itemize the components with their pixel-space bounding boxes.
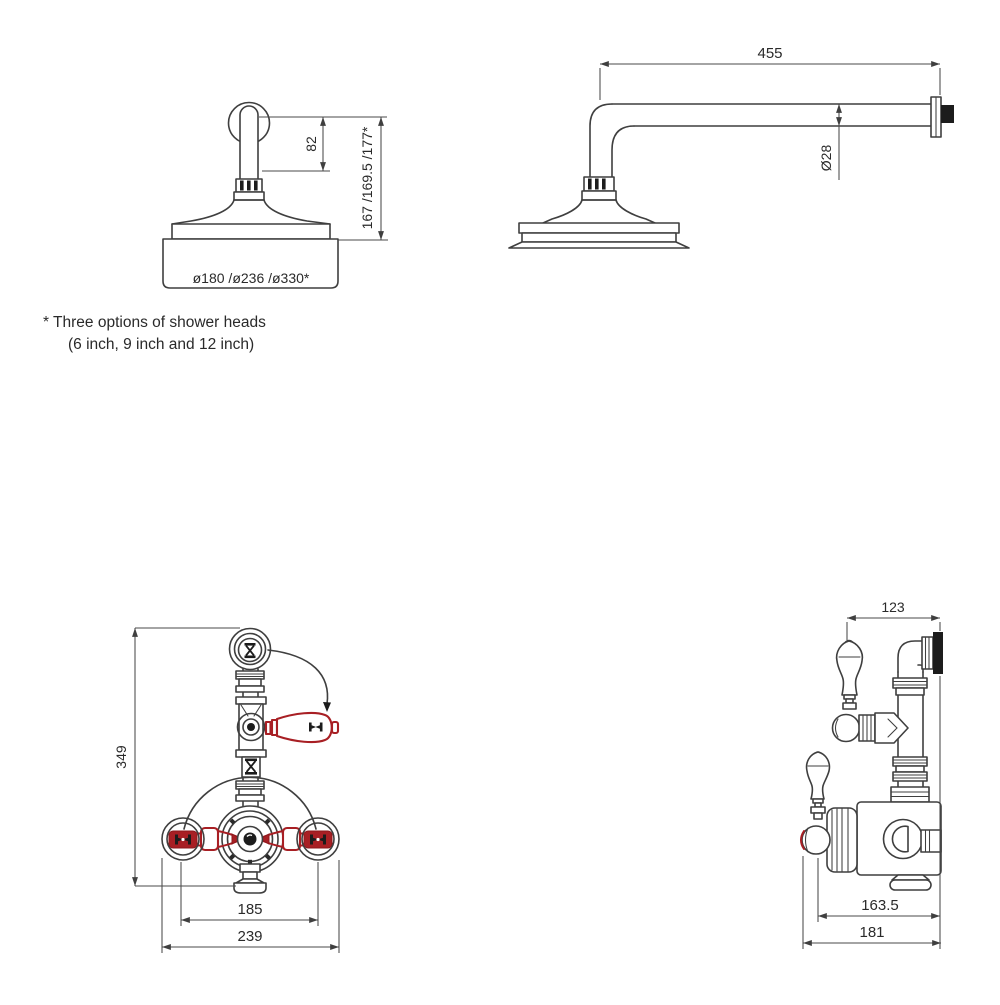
lower-coupling — [235, 794, 265, 802]
arm-head-band — [518, 222, 680, 234]
dim-valve-overall-width: 239 — [237, 928, 262, 945]
check-valve-emblem-icon — [245, 760, 257, 773]
wall-anchor-block — [941, 105, 954, 123]
pipe-coupling-upper — [895, 687, 925, 696]
side-temperature-lever — [805, 751, 831, 820]
dim-head-stub-height: 82 — [303, 136, 319, 152]
diverter-ball — [831, 713, 861, 743]
footnote: * Three options of shower heads (6 inch,… — [43, 314, 266, 353]
lever-emblem-icon — [309, 722, 323, 732]
shower-head-front-view: 82 167 /169.5 /177* ø180 /ø236 /ø330* — [162, 101, 388, 289]
side-port-stub — [920, 829, 942, 853]
head-collar — [233, 191, 265, 201]
footnote-line-1: * Three options of shower heads — [43, 314, 266, 331]
escutcheon-dome — [183, 776, 317, 830]
footnote-line-2: (6 inch, 9 inch and 12 inch) — [68, 336, 254, 353]
diverter-lever — [264, 711, 340, 744]
mount-pipe — [239, 105, 259, 179]
elbow-union — [921, 636, 934, 670]
pipe-coupling-lower — [890, 786, 930, 803]
valve-side-view: 123 163.5 181 — [800, 599, 943, 949]
side-knob-red-edge — [800, 830, 805, 850]
arm-head-collar — [581, 190, 617, 201]
dim-head-diameters: ø180 /ø236 /ø330* — [193, 270, 310, 286]
dim-arm-diameter: Ø28 — [818, 145, 834, 172]
head-base-cylinder — [162, 238, 339, 289]
dim-valve-inlet-centres: 185 — [237, 901, 262, 918]
side-knob-ball — [801, 825, 831, 855]
diverter-wedge — [874, 712, 909, 744]
bottom-outlet — [233, 882, 267, 894]
shower-arm-side-view: 455 Ø28 — [508, 45, 954, 249]
dim-valve-body-projection: 163.5 — [861, 897, 899, 914]
side-bottom-outlet — [889, 879, 932, 891]
side-wall-plate — [933, 632, 943, 674]
bezel-ticks — [229, 818, 271, 865]
crosshead-emblem-icon — [245, 645, 255, 657]
right-inlet-knob — [296, 817, 340, 861]
arm-head-skirt — [508, 241, 690, 249]
side-diverter-lever — [835, 639, 864, 710]
dim-valve-overall-projection: 181 — [859, 924, 884, 941]
dim-valve-top-projection: 123 — [881, 599, 905, 615]
valve-front-view: 349 185 239 — [113, 627, 340, 953]
upper-coupling — [235, 685, 265, 693]
rotation-arrow — [267, 649, 329, 705]
head-step-band — [171, 223, 331, 240]
dim-arm-length: 455 — [757, 45, 782, 62]
dim-valve-height: 349 — [113, 745, 129, 769]
top-elbow-escutcheon — [237, 637, 263, 663]
left-inlet-knob — [161, 817, 205, 861]
dim-head-total-height: 167 /169.5 /177* — [359, 126, 375, 229]
